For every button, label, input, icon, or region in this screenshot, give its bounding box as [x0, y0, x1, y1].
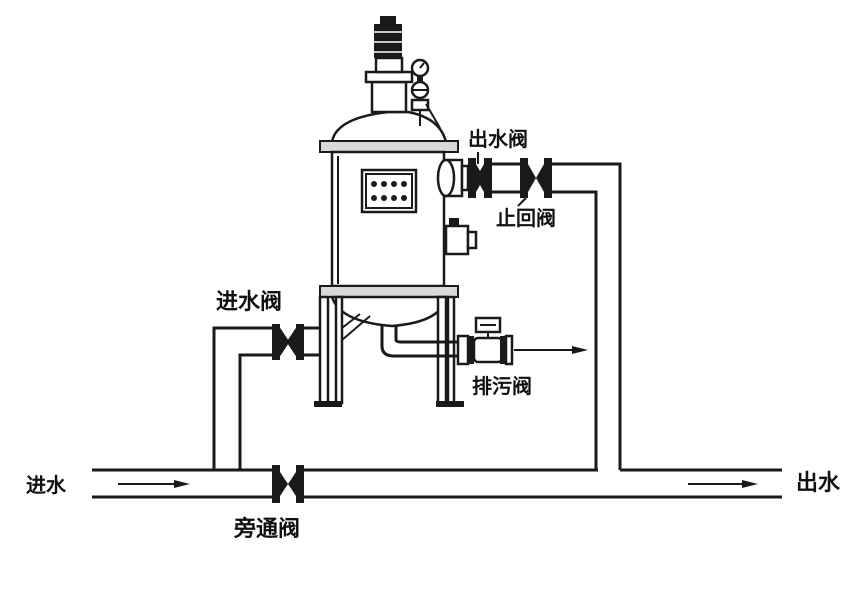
- inlet-valve-label: 进水阀: [216, 290, 283, 315]
- motor-icon: [364, 16, 414, 114]
- inlet-flow-arrow-icon: [118, 480, 190, 488]
- check-valve-icon: [517, 158, 552, 207]
- outlet-water-label: 出水: [796, 471, 841, 496]
- drain-pipe: [380, 316, 514, 366]
- control-panel-icon: [360, 168, 418, 214]
- pressure-gauge-icon: [410, 58, 441, 129]
- bypass-valve-label: 旁通阀: [234, 517, 301, 542]
- outlet-return-pipe: [490, 162, 622, 470]
- bypass-valve-gate-valve-icon: [272, 465, 304, 503]
- inlet-water-label: 进水: [26, 473, 66, 497]
- main-pipe: [92, 468, 782, 499]
- outlet-flow-arrow-icon: [688, 480, 758, 488]
- inlet-riser-pipe: [212, 326, 320, 470]
- inlet-valve-gate-valve-icon: [272, 324, 304, 360]
- drain-valve-label: 排污阀: [472, 374, 532, 398]
- outlet-valve-label: 出水阀: [468, 127, 528, 151]
- drain-flow-arrow-icon: [514, 346, 588, 354]
- check-valve-label: 止回阀: [496, 206, 556, 230]
- outlet-valve-gate-valve-icon: [460, 152, 492, 198]
- filter-tank: [314, 110, 478, 407]
